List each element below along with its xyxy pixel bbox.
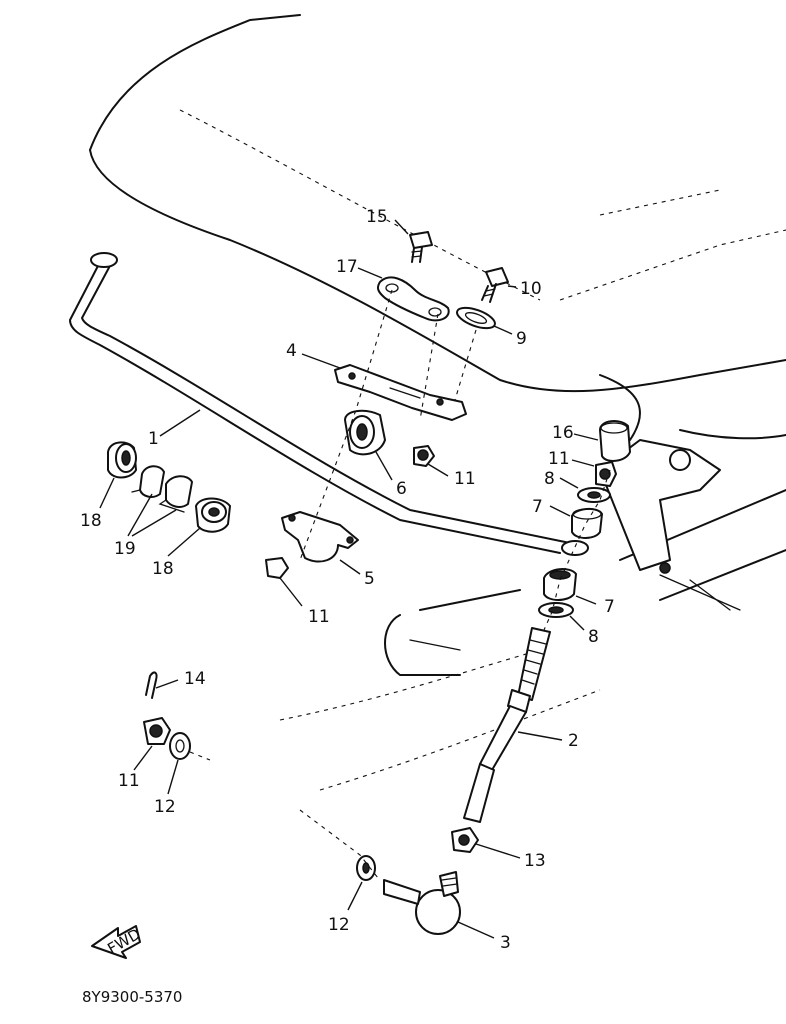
assembly-lines [189, 289, 611, 879]
nut-11-left [143, 717, 171, 745]
plate-17 [376, 276, 450, 322]
callout-3: 3 [500, 933, 511, 953]
clamp-19 [131, 465, 193, 513]
callout-8-upper: 8 [544, 469, 555, 489]
callout-8-lower: 8 [588, 627, 599, 647]
bolt-15 [409, 231, 433, 263]
washer-8-lower [538, 602, 574, 618]
callout-5: 5 [364, 569, 375, 589]
callout-13: 13 [524, 851, 546, 871]
washer-12-lower [356, 855, 376, 881]
callout-11-left: 11 [118, 771, 140, 791]
holder-5 [281, 511, 359, 563]
nut-11-right [595, 461, 617, 487]
callout-12-lower: 12 [328, 915, 350, 935]
steering-knuckle [599, 439, 741, 611]
callout-11-upper: 11 [454, 469, 476, 489]
bushing-7-lower [543, 568, 577, 601]
callout-19: 19 [114, 539, 136, 559]
ball-joint-3 [383, 871, 461, 935]
stabilizer-bar [69, 252, 589, 556]
callout-7-upper: 7 [532, 497, 543, 517]
washer-12-left [169, 732, 191, 760]
callout-1: 1 [148, 429, 159, 449]
callout-18-upper: 18 [80, 511, 102, 531]
nut-11-upper [413, 445, 435, 467]
callout-17: 17 [336, 257, 358, 277]
callout-4: 4 [286, 341, 297, 361]
callout-16: 16 [552, 423, 574, 443]
nut-11-lower [265, 557, 289, 579]
nut-13 [451, 827, 479, 853]
hood-outline [89, 14, 786, 441]
cotter-pin-14 [145, 671, 158, 699]
callout-7-lower: 7 [604, 597, 615, 617]
bushing-18-upper [107, 441, 137, 479]
callout-14: 14 [184, 669, 206, 689]
washer-9 [456, 306, 496, 330]
callout-11-lower: 11 [308, 607, 330, 627]
link-rod-2 [463, 627, 551, 823]
callout-labels: 15 17 10 9 4 1 16 11 11 8 6 7 18 19 18 5… [80, 207, 615, 953]
callout-2: 2 [568, 731, 579, 751]
callout-9: 9 [516, 329, 527, 349]
callout-18-lower: 18 [152, 559, 174, 579]
bolt-10 [481, 267, 509, 303]
callout-11-right: 11 [548, 449, 570, 469]
callout-6: 6 [396, 479, 407, 499]
bushing-18-lower [195, 497, 231, 533]
cap-16 [599, 420, 631, 462]
bracket-4 [334, 364, 467, 421]
callout-12-left: 12 [154, 797, 176, 817]
fwd-arrow: FWD [91, 925, 144, 959]
washer-8-upper [577, 487, 611, 503]
bushing-7-upper [571, 508, 603, 539]
callout-10: 10 [520, 279, 542, 299]
callout-15: 15 [366, 207, 388, 227]
bushing-6 [344, 409, 386, 456]
leader-lines [99, 219, 599, 939]
diagram-code: 8Y9300-5370 [82, 988, 182, 1006]
